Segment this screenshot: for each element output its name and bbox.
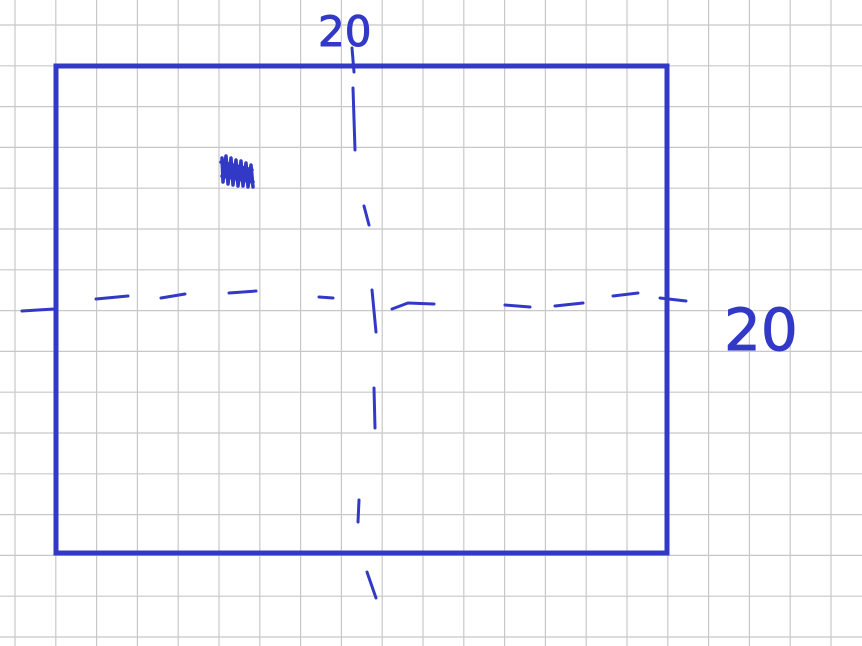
scribble-mark	[219, 154, 255, 189]
rectangle-outline	[53, 63, 670, 556]
right-axis-label: 20	[724, 296, 798, 364]
horizontal-axis-dashed	[20, 289, 688, 313]
top-axis-label: 20	[318, 7, 371, 56]
vertical-axis-dashed	[350, 46, 378, 600]
